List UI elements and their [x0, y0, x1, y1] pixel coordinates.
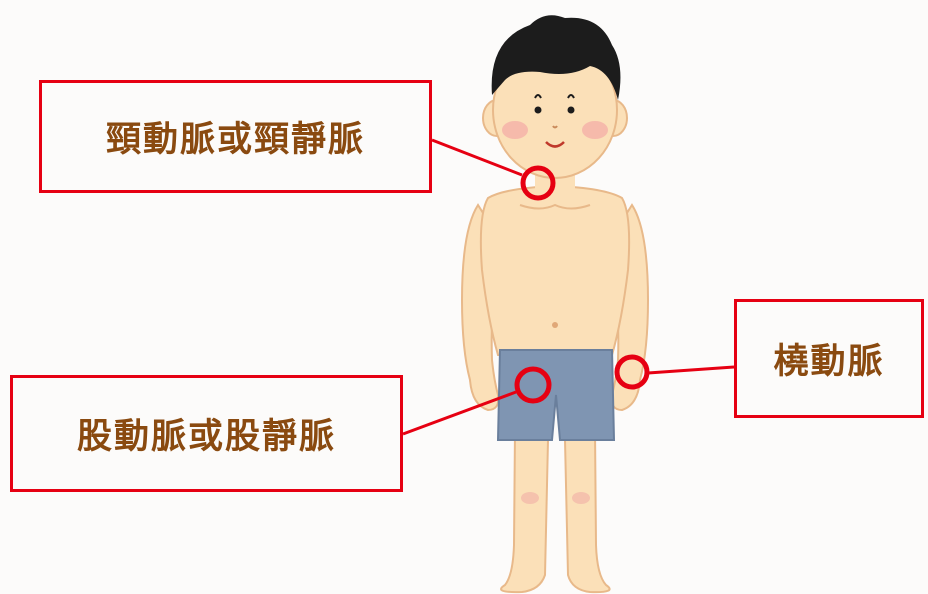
hair: [491, 15, 621, 100]
thigh-label: 股動脈或股靜脈: [76, 417, 336, 457]
wrist-label-box: 橈動脈: [734, 299, 924, 418]
wrist-label: 橈動脈: [773, 342, 885, 382]
thigh-pulse-marker: [514, 366, 552, 404]
neck-label: 頸動脈或頸靜脈: [105, 120, 365, 160]
wrist-pulse-marker: [614, 354, 650, 390]
thigh-connector-line: [402, 390, 517, 436]
neck-label-box: 頸動脈或頸靜脈: [39, 80, 432, 193]
thigh-label-box: 股動脈或股靜脈: [10, 375, 403, 492]
shorts: [496, 349, 616, 441]
neck-pulse-marker: [520, 165, 556, 201]
neck-connector-line: [431, 138, 523, 177]
legs: [500, 428, 611, 594]
wrist-connector-line: [647, 365, 735, 375]
head: [482, 15, 628, 179]
torso: [479, 184, 631, 356]
